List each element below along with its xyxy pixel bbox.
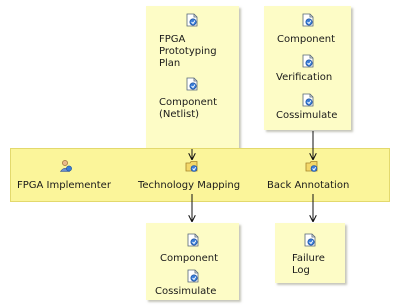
input-artifacts-box-right: Component Verification Cossimulate: [264, 6, 351, 130]
role-fpga-implementer[interactable]: FPGA Implementer: [17, 180, 111, 191]
task-technology-mapping[interactable]: Technology Mapping: [138, 180, 241, 191]
artifact-component-output[interactable]: Component: [160, 253, 219, 264]
artifact-component[interactable]: Component: [277, 34, 336, 44]
artifact-component-netlist[interactable]: Component (Netlist): [159, 97, 218, 120]
task-back-annotation[interactable]: Back Annotation: [267, 180, 350, 191]
artifact-cossimulate-output[interactable]: Cossimulate: [155, 286, 217, 297]
artifact-cossimulate[interactable]: Cossimulate: [276, 110, 338, 121]
artifact-verification[interactable]: Verification: [276, 72, 333, 83]
artifact-failure-log[interactable]: Failure Log: [292, 253, 325, 276]
input-artifacts-box-left: FPGA Prototyping Plan Component (Netlist…: [146, 6, 239, 149]
output-artifacts-box-left: Component Cossimulate: [146, 223, 239, 300]
output-artifacts-box-right: Failure Log: [275, 223, 345, 283]
role-swimlane: [10, 148, 390, 202]
artifact-fpga-prototyping-plan[interactable]: FPGA Prototyping Plan: [159, 34, 217, 69]
